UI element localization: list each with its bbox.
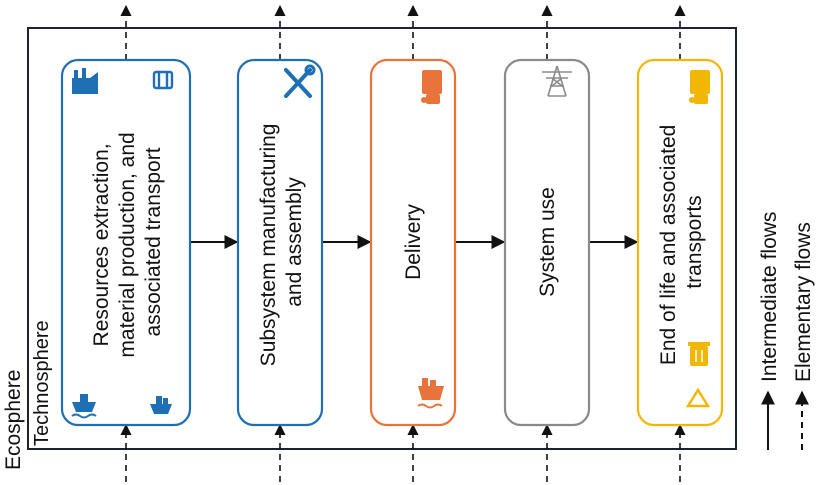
ecosphere-label: Ecosphere [2, 370, 25, 470]
stage-label-delivery: Delivery [402, 204, 425, 280]
legend-elementary-label: Elementary flows [792, 222, 815, 382]
stage-label-use: System use [536, 187, 559, 297]
boat-icon [150, 396, 172, 414]
power-pylon-icon [542, 65, 572, 97]
legend-intermediate-label: Intermediate flows [758, 212, 781, 382]
stage-label-eol: End of life and associated transports [657, 119, 706, 365]
stage-label-manufacturing: Subsystem manufacturing and assembly [257, 118, 306, 367]
stage-label-resources-line2: material production, and [116, 132, 139, 357]
stage-label-manufacturing-line2: and assembly [283, 177, 306, 307]
stage-label-eol-line2: transports [683, 195, 706, 288]
stage-label-resources: Resources extraction, material productio… [90, 126, 165, 357]
cargo-ship-icon [417, 378, 444, 409]
mining-cart-icon [152, 70, 174, 90]
eol-truck-icon [689, 70, 710, 104]
stage-label-resources-line3: associated transport [142, 147, 165, 336]
technosphere-label: Technosphere [31, 320, 53, 446]
recycle-icon [685, 387, 711, 408]
factory-icon [72, 68, 98, 94]
technosphere-boundary [27, 27, 737, 450]
ship-icon [71, 394, 97, 419]
stage-box-eol [636, 58, 724, 427]
elementary-flows [120, 4, 686, 482]
stage-label-manufacturing-line1: Subsystem manufacturing [257, 124, 280, 367]
legend: Intermediate flows Elementary flows [758, 212, 815, 450]
trash-bin-icon [688, 342, 710, 366]
stage-box-resources [60, 58, 192, 427]
stage-label-resources-line1: Resources extraction, [90, 143, 113, 346]
tools-icon [284, 64, 316, 98]
stage-box-use [503, 58, 591, 427]
truck-icon [421, 70, 442, 104]
stage-label-eol-line1: End of life and associated [657, 125, 680, 366]
stage-box-manufacturing [236, 58, 324, 427]
stage-box-delivery [369, 58, 457, 427]
